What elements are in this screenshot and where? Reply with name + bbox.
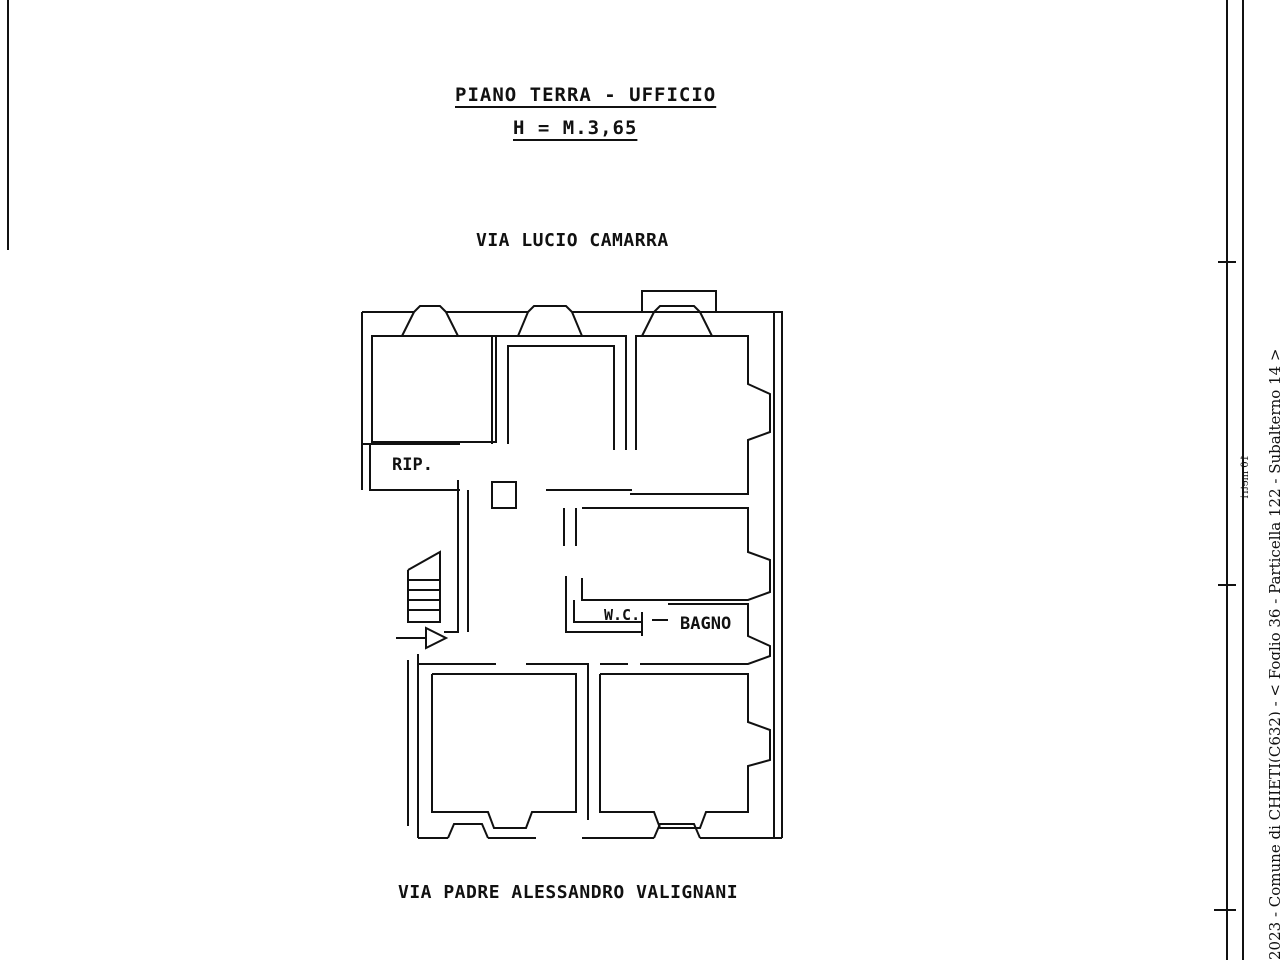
room-label-wc: W.C. xyxy=(604,606,641,624)
room-bottom-right xyxy=(599,673,771,829)
stamp-text: 10 metri xyxy=(1240,455,1251,499)
balcony xyxy=(641,290,717,313)
ceiling-height: H = M.3,65 xyxy=(513,117,638,139)
room-top-left xyxy=(371,335,497,443)
stair xyxy=(407,550,441,623)
room-label-bagno: BAGNO xyxy=(680,614,732,634)
street-top: VIA LUCIO CAMARRA xyxy=(476,230,669,251)
page-title: PIANO TERRA - UFFICIO xyxy=(455,84,717,106)
room-bagno xyxy=(640,603,771,665)
room-label-rip: RIP. xyxy=(392,455,433,475)
room-wc xyxy=(573,600,642,623)
street-bottom: VIA PADRE ALESSANDRO VALIGNANI xyxy=(398,882,739,903)
room-bottom-left xyxy=(431,673,577,829)
cadastral-note: 2023 - Comune di CHIETI(C632) - < Foglio… xyxy=(1266,349,1280,960)
